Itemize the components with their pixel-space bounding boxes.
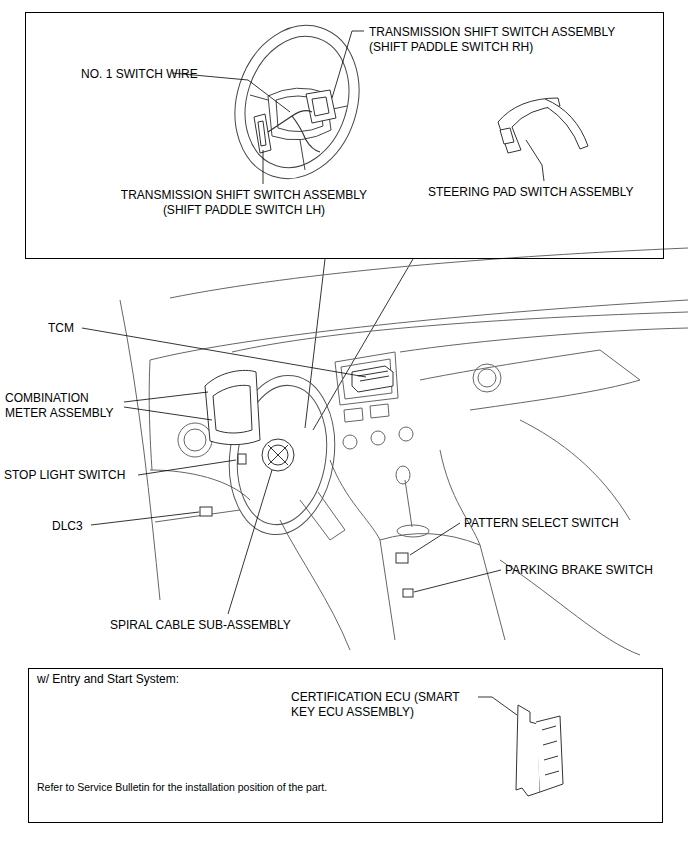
steering-wheel-inset <box>229 23 366 181</box>
switch-part <box>238 454 246 464</box>
leader-line <box>313 259 413 430</box>
car-interior <box>520 420 630 520</box>
shift-paddle <box>258 121 266 146</box>
car-interior <box>150 470 250 500</box>
part-label: TRANSMISSION SHIFT SWITCH ASSEMBLY (SHIF… <box>369 25 634 55</box>
switch-part <box>200 454 413 597</box>
part-label: STEERING PAD SWITCH ASSEMBLY <box>428 185 634 200</box>
leader-line <box>172 31 544 430</box>
car-interior <box>232 312 688 352</box>
combination-meter <box>213 385 252 433</box>
steering-pad-switch <box>545 99 588 149</box>
tcm <box>352 366 393 392</box>
leader-line <box>305 259 325 428</box>
switch-part <box>403 589 413 597</box>
car-interior <box>397 525 429 537</box>
shift-paddle <box>312 97 329 116</box>
part-label: SPIRAL CABLE SUB-ASSEMBLY <box>110 618 291 633</box>
car-interior <box>149 360 152 470</box>
shift-paddle <box>254 114 271 153</box>
smart-key-ecu <box>516 705 563 796</box>
spiral-cable <box>268 445 288 465</box>
note-panel: w/ Entry and Start System: CERTIFICATION … <box>28 668 663 823</box>
car-interior <box>343 435 357 449</box>
part-label: TRANSMISSION SHIFT SWITCH ASSEMBLY (SHIF… <box>113 188 375 218</box>
leader-line <box>82 328 517 715</box>
smart-key-ecu <box>516 705 540 796</box>
car-interior <box>330 460 395 640</box>
switch-part <box>200 507 212 516</box>
car-interior <box>396 466 410 484</box>
car-interior <box>178 423 212 457</box>
leader-line <box>138 460 236 475</box>
car-interior <box>440 450 505 640</box>
part-label: PARKING BRAKE SWITCH <box>505 563 653 578</box>
car-interior <box>120 300 160 600</box>
leader-line <box>124 407 212 420</box>
leader-line <box>526 140 544 181</box>
leader-line <box>228 470 272 614</box>
spiral-cable <box>262 439 294 471</box>
leader-line <box>332 31 364 98</box>
smart-key-ecu <box>542 726 559 775</box>
steering-pad-switch <box>498 98 588 153</box>
note-heading: w/ Entry and Start System: <box>37 672 179 687</box>
inset-panel: TRANSMISSION SHIFT SWITCH ASSEMBLY (SHIF… <box>25 12 664 259</box>
car-interior <box>478 369 496 387</box>
steering-wheel-inset <box>216 9 378 194</box>
switch-part <box>396 553 408 563</box>
spiral-cable <box>268 445 288 465</box>
car-interior <box>380 534 480 545</box>
part-label: TCM <box>48 321 74 336</box>
car-interior <box>399 427 413 441</box>
combination-meter <box>205 370 260 444</box>
spiral-cable <box>262 439 294 471</box>
part-label: CERTIFICATION ECU (SMART KEY ECU ASSEMBL… <box>291 690 473 720</box>
part-label: STOP LIGHT SWITCH <box>4 468 125 483</box>
part-label: PATTERN SELECT SWITCH <box>464 516 619 531</box>
steering-wheel-inset <box>216 9 378 194</box>
leader-line <box>414 570 501 592</box>
steering-pad-switch <box>500 128 514 144</box>
smart-key-ecu <box>536 716 563 792</box>
leader-line <box>82 328 366 377</box>
car-interior <box>344 404 389 422</box>
part-label: COMBINATION METER ASSEMBLY <box>5 391 125 421</box>
tcm <box>352 366 393 392</box>
combination-meter <box>205 370 260 444</box>
car-interior <box>400 328 688 352</box>
tcm <box>358 371 389 381</box>
car-interior <box>184 429 206 451</box>
leader-line <box>263 150 264 184</box>
leader-line <box>91 512 199 525</box>
leader-line <box>410 523 460 555</box>
leader-line <box>478 697 517 715</box>
car-interior <box>341 359 392 399</box>
car-interior <box>150 300 688 360</box>
car-interior <box>405 480 412 527</box>
car-interior <box>335 352 398 405</box>
part-label: DLC3 <box>52 519 83 534</box>
car-interior <box>371 431 385 445</box>
note-text: Refer to Service Bulletin for the instal… <box>37 780 327 795</box>
car-interior <box>170 248 688 298</box>
leader-line <box>124 392 208 402</box>
car-interior <box>420 350 640 410</box>
shift-paddle <box>306 90 336 123</box>
shift-paddle <box>254 90 336 153</box>
switch-wire <box>268 111 320 152</box>
car-interior <box>120 248 688 655</box>
switch-wire <box>268 111 320 152</box>
part-label: NO. 1 SWITCH WIRE <box>81 67 198 82</box>
